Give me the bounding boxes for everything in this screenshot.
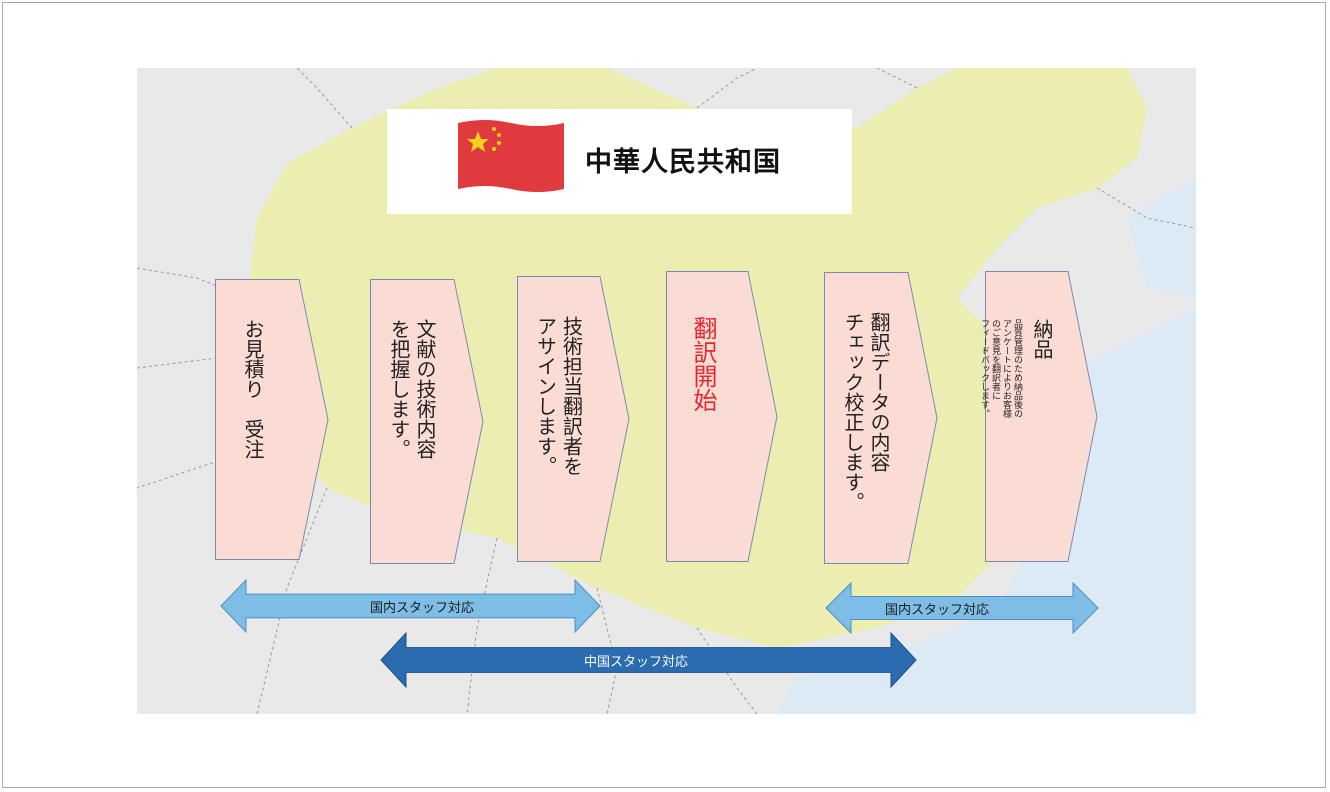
step-text: お見積り 受注 bbox=[240, 319, 266, 459]
step-line: 技術担当翻訳者を bbox=[559, 316, 584, 476]
step-chevron-shape bbox=[666, 271, 778, 562]
step-text: 文献の技術内容を把握します。 bbox=[386, 319, 438, 459]
step-line: を把握します。 bbox=[387, 319, 411, 459]
process-step-4: 翻訳開始 bbox=[666, 271, 778, 562]
page-title: 中華人民共和国 bbox=[585, 147, 781, 178]
step-text: 技術担当翻訳者をアサインします。 bbox=[533, 316, 585, 476]
step-line: 翻訳データの内容 bbox=[867, 312, 891, 472]
step-note-line: アンケートによりお客様 bbox=[1001, 319, 1011, 418]
process-step-3: 技術担当翻訳者をアサインします。 bbox=[517, 276, 630, 562]
span-label: 国内スタッフ対応 bbox=[370, 601, 475, 616]
step-line: お見積り 受注 bbox=[241, 319, 265, 459]
span-label: 中国スタッフ対応 bbox=[584, 655, 689, 670]
step-line: 文献の技術内容 bbox=[413, 319, 437, 459]
step-text: 翻訳データの内容チェック校正します。 bbox=[840, 312, 892, 512]
step-title: 納品 bbox=[1030, 319, 1054, 359]
step-line: アサインします。 bbox=[533, 316, 558, 476]
process-step-1: お見積り 受注 bbox=[215, 279, 329, 560]
process-step-6: 納品品質管理のため納品後のアンケートによりお客様のご意見を翻訳者にフィードバック… bbox=[979, 271, 1098, 562]
step-text: 翻訳開始 bbox=[689, 316, 717, 412]
step-line: チェック校正します。 bbox=[841, 312, 865, 512]
step-note-line: フィードバックします。 bbox=[979, 319, 989, 418]
step-chevron-shape bbox=[517, 276, 630, 562]
process-step-2: 文献の技術内容を把握します。 bbox=[370, 279, 484, 564]
process-step-5: 翻訳データの内容チェック校正します。 bbox=[824, 272, 938, 564]
step-note-line: 品質管理のため納品後の bbox=[1012, 319, 1022, 418]
step-chevron-shape bbox=[824, 272, 938, 564]
china-flag-icon bbox=[456, 117, 566, 195]
double-arrow-shape bbox=[220, 578, 601, 634]
step-chevron-shape bbox=[985, 271, 1098, 562]
step-line: 翻訳開始 bbox=[689, 316, 717, 412]
step-chevron-shape bbox=[370, 279, 484, 564]
step-text: 納品品質管理のため納品後のアンケートによりお客様のご意見を翻訳者にフィードバック… bbox=[978, 319, 1054, 418]
double-arrow-shape bbox=[380, 631, 917, 689]
staff-span-arrow-3: 中国スタッフ対応 bbox=[380, 631, 917, 689]
double-arrow-shape bbox=[825, 581, 1099, 635]
step-chevron-shape bbox=[215, 279, 329, 560]
staff-span-arrow-2: 国内スタッフ対応 bbox=[825, 581, 1099, 635]
staff-span-arrow-1: 国内スタッフ対応 bbox=[220, 578, 601, 634]
span-label: 国内スタッフ対応 bbox=[885, 603, 990, 618]
step-note-line: のご意見を翻訳者に bbox=[990, 319, 1000, 400]
